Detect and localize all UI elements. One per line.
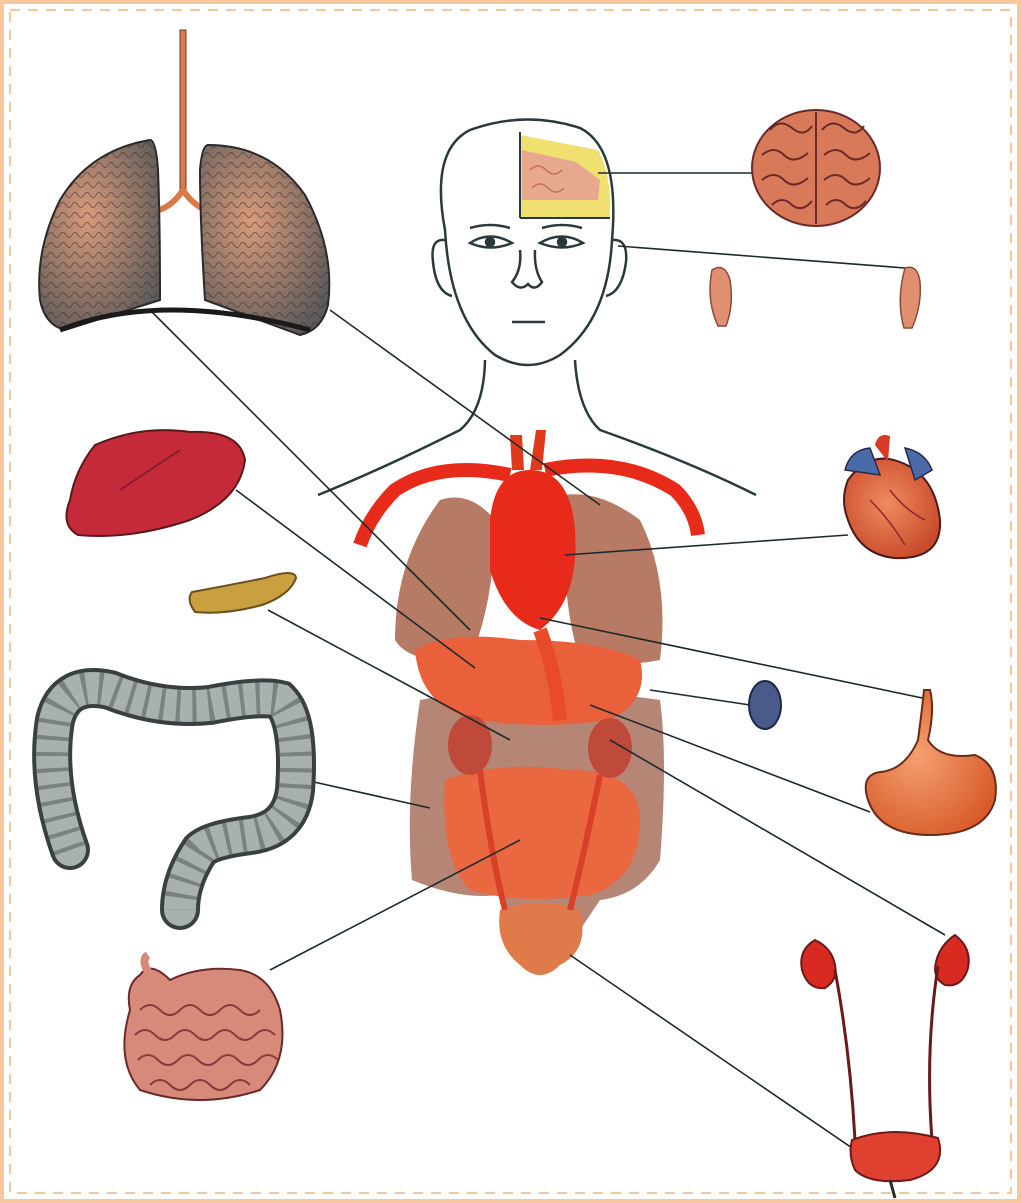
kidneys-bladder-icon (801, 935, 969, 1198)
small-intestine-icon (124, 955, 282, 1100)
large-intestine-icon (52, 688, 296, 910)
ear-icon (710, 267, 920, 328)
lungs-icon (39, 30, 329, 335)
stomach-icon (866, 690, 996, 835)
torso-organs (360, 430, 698, 975)
leader-line-small-intestine (270, 840, 520, 970)
leader-line-ears (618, 246, 905, 268)
pancreas-icon (190, 573, 296, 613)
heart-icon (844, 435, 940, 558)
brain-icon (752, 110, 880, 226)
spleen-icon (749, 681, 781, 729)
liver-icon (66, 430, 245, 536)
leader-line-spleen (650, 690, 750, 705)
